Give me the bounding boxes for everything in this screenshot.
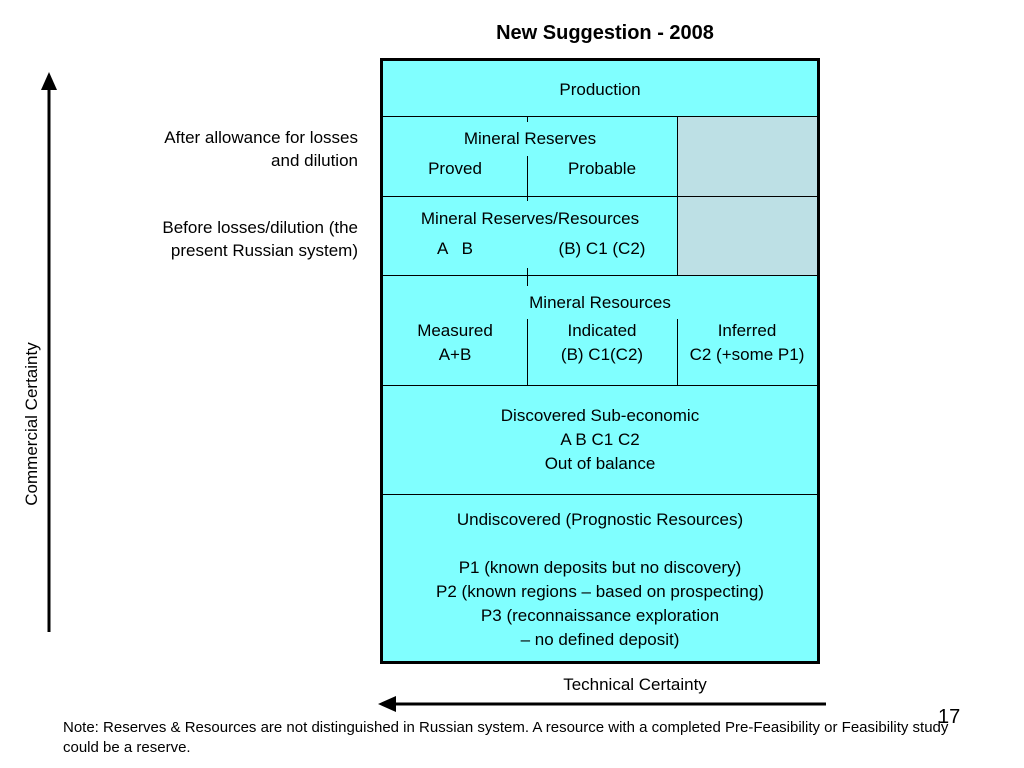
sub-economic-label: Discovered Sub-economic A B C1 C2 Out of… <box>500 406 700 473</box>
divider-3 <box>383 275 817 276</box>
vdiv-c <box>677 116 678 196</box>
divider-4 <box>383 385 817 386</box>
gray-cell-reserves-resources <box>677 196 817 275</box>
technical-certainty-label: Technical Certainty <box>563 675 707 694</box>
vdiv-f <box>527 268 528 286</box>
page-number: 17 <box>938 706 961 728</box>
commercial-arrow-head <box>41 72 57 90</box>
footnote: Note: Reserves & Resources are not disti… <box>63 719 949 756</box>
mineral-resources-title: Mineral Resources <box>529 293 671 312</box>
vdiv-d <box>527 196 528 201</box>
vdiv-h <box>677 319 678 385</box>
divider-2 <box>383 196 817 197</box>
vdiv-e <box>677 196 678 275</box>
probable-label: Probable <box>567 159 637 178</box>
vdiv-g <box>527 319 528 385</box>
reserves-resources-right: (B) C1 (C2) <box>558 239 646 258</box>
inferred-label: Inferred C2 (+some P1) <box>689 321 805 364</box>
after-losses-label: After allowance for losses and dilution <box>164 128 358 170</box>
vdiv-b <box>527 156 528 196</box>
gray-cell-reserves <box>677 116 817 196</box>
divider-5 <box>383 494 817 495</box>
page-title: New Suggestion - 2008 <box>496 22 714 44</box>
classification-box: Production Mineral Reserves Proved Proba… <box>380 58 820 664</box>
proved-label: Proved <box>428 159 482 178</box>
undiscovered-label: Undiscovered (Prognostic Resources) P1 (… <box>436 510 764 649</box>
reserves-resources-title: Mineral Reserves/Resources <box>420 209 640 228</box>
divider-1 <box>383 116 817 117</box>
indicated-label: Indicated (B) C1(C2) <box>560 321 644 364</box>
mineral-reserves-title: Mineral Reserves <box>463 129 597 148</box>
production-label: Production <box>559 80 641 99</box>
vdiv-a <box>527 116 528 122</box>
reserves-resources-left: A B <box>437 239 473 258</box>
measured-label: Measured A+B <box>417 321 493 364</box>
before-losses-label: Before losses/dilution (the present Russ… <box>162 218 358 260</box>
technical-arrow-head <box>378 696 396 712</box>
